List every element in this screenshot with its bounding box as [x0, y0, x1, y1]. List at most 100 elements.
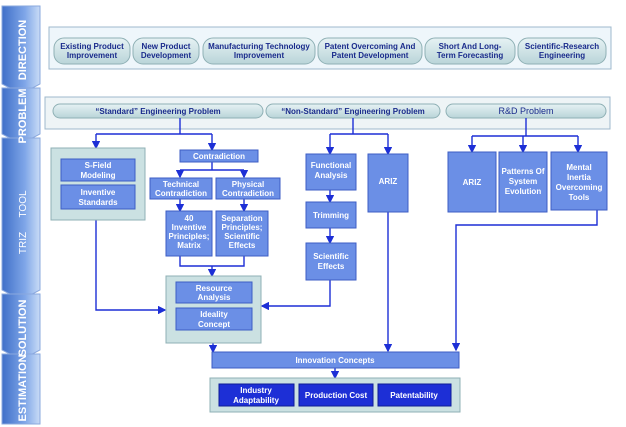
direction-pill — [424, 37, 516, 65]
svg-text:Evolution: Evolution — [505, 187, 542, 196]
svg-text:Overcoming: Overcoming — [556, 183, 603, 192]
industry-adaptability-box — [218, 383, 295, 407]
direction-label: Development — [141, 51, 192, 60]
direction-label: Engineering — [539, 51, 585, 60]
sidebar: DIRECTION PROBLEM TRIZ TOOL SOLUTION EST… — [1, 5, 41, 425]
sidebar-tool-arrow — [1, 137, 41, 301]
svg-text:Effects: Effects — [229, 241, 256, 250]
sidebar-estimation-arrow — [1, 353, 41, 425]
innovation-concepts-bar — [211, 351, 460, 369]
svg-text:Contradiction: Contradiction — [155, 189, 207, 198]
svg-text:Ideality: Ideality — [200, 310, 228, 319]
svg-text:Patentability: Patentability — [390, 391, 438, 400]
svg-text:Analysis: Analysis — [198, 293, 231, 302]
direction-pill — [317, 37, 423, 65]
direction-label: Improvement — [67, 51, 118, 60]
svg-text:ARIZ: ARIZ — [463, 178, 482, 187]
estimation-panel: Innovation Concepts Industry Adaptabilit… — [209, 351, 461, 413]
inventive-principles-box — [165, 210, 213, 257]
connectors — [91, 118, 598, 380]
svg-text:Concept: Concept — [198, 320, 230, 329]
sidebar-estimation-label: ESTIMATION — [17, 354, 29, 421]
svg-text:Patterns Of: Patterns Of — [501, 167, 544, 176]
ideality-concept-box — [175, 307, 253, 331]
svg-text:Principles;: Principles; — [222, 223, 263, 232]
problem-panel: “Standard” Engineering Problem “Non-Stan… — [44, 96, 611, 130]
svg-text:Standards: Standards — [78, 198, 118, 207]
svg-text:Production Cost: Production Cost — [305, 391, 368, 400]
direction-pill — [132, 37, 200, 65]
direction-label: Improvement — [234, 51, 285, 60]
connector-standard-trunk — [96, 118, 212, 135]
direction-pill — [202, 37, 316, 65]
svg-text:Principles;: Principles; — [169, 232, 210, 241]
direction-label: Existing Product — [60, 42, 124, 51]
sfield-panel: S-Field Modeling Inventive Standards — [50, 147, 146, 221]
solution-panel: Resource Analysis Ideality Concept — [165, 275, 262, 344]
contradiction-box — [179, 149, 259, 163]
svg-text:Contradiction: Contradiction — [222, 189, 274, 198]
svg-text:S-Field: S-Field — [85, 161, 112, 170]
svg-text:Analysis: Analysis — [315, 171, 348, 180]
svg-text:Technical: Technical — [163, 180, 199, 189]
direction-pill — [53, 37, 131, 65]
direction-label: Patent Overcoming And — [325, 42, 416, 51]
direction-label: Manufacturing Technology — [208, 42, 310, 51]
resource-analysis-box — [175, 281, 253, 304]
svg-text:Scientific: Scientific — [313, 252, 349, 261]
svg-text:Scientific: Scientific — [224, 232, 260, 241]
svg-text:Trimming: Trimming — [313, 211, 349, 220]
direction-label: Scientific-Research — [525, 42, 599, 51]
svg-text:Functional: Functional — [311, 161, 351, 170]
sidebar-tool-label: TOOL — [18, 190, 29, 217]
direction-label: Short And Long- — [439, 42, 502, 51]
connector-sfield-resource — [95, 218, 167, 315]
direction-label: New Product — [142, 42, 191, 51]
separation-principles-box — [215, 210, 269, 257]
standard-problem-label: “Standard” Engineering Problem — [95, 107, 220, 116]
svg-text:ARIZ: ARIZ — [379, 177, 398, 186]
sfield-box — [60, 158, 136, 182]
svg-text:Effects: Effects — [318, 262, 345, 271]
connector-rd-innovation — [451, 210, 598, 352]
direction-pill — [517, 37, 607, 65]
ariz-box-2 — [447, 151, 497, 213]
trimming-box — [305, 201, 357, 229]
svg-text:Inertia: Inertia — [567, 173, 592, 182]
svg-text:Matrix: Matrix — [177, 241, 201, 250]
sidebar-direction-label: DIRECTION — [17, 20, 29, 81]
patterns-box — [498, 151, 548, 213]
inventive-standards-box — [60, 184, 136, 210]
physical-contradiction-box — [215, 177, 281, 200]
connector-tools-merge — [179, 256, 245, 276]
patentability-box — [377, 383, 452, 407]
ariz-box-1 — [367, 153, 409, 213]
connector-nonstandard-trunk — [330, 118, 388, 135]
connector-contradiction-split — [180, 162, 244, 171]
svg-text:Modeling: Modeling — [80, 171, 115, 180]
sidebar-problem-label: PROBLEM — [17, 89, 29, 144]
rd-problem-label: R&D Problem — [498, 106, 553, 116]
technical-contradiction-box — [149, 177, 213, 200]
direction-label: Term Forecasting — [437, 51, 504, 60]
svg-text:Innovation Concepts: Innovation Concepts — [295, 356, 375, 365]
direction-label: Patent Development — [332, 51, 409, 60]
svg-text:Tools: Tools — [569, 193, 590, 202]
sidebar-solution-label: SOLUTION — [17, 300, 29, 357]
sidebar-triz-label: TRIZ — [18, 232, 29, 254]
connector-rd-trunk — [472, 118, 578, 137]
functional-chain: Functional Analysis Trimming Scientific … — [305, 153, 409, 281]
svg-text:Mental: Mental — [566, 163, 591, 172]
functional-analysis-box — [305, 153, 357, 191]
svg-text:Separation: Separation — [221, 214, 262, 223]
svg-text:Physical: Physical — [232, 180, 264, 189]
production-cost-box — [298, 383, 374, 407]
svg-text:Adaptability: Adaptability — [233, 396, 279, 405]
svg-text:Resource: Resource — [196, 284, 233, 293]
connector-effects-ideality — [260, 280, 331, 311]
svg-text:System: System — [509, 177, 537, 186]
standard-problem-pill — [52, 103, 264, 119]
rd-tools: ARIZ Patterns Of System Evolution Mental… — [447, 151, 608, 213]
